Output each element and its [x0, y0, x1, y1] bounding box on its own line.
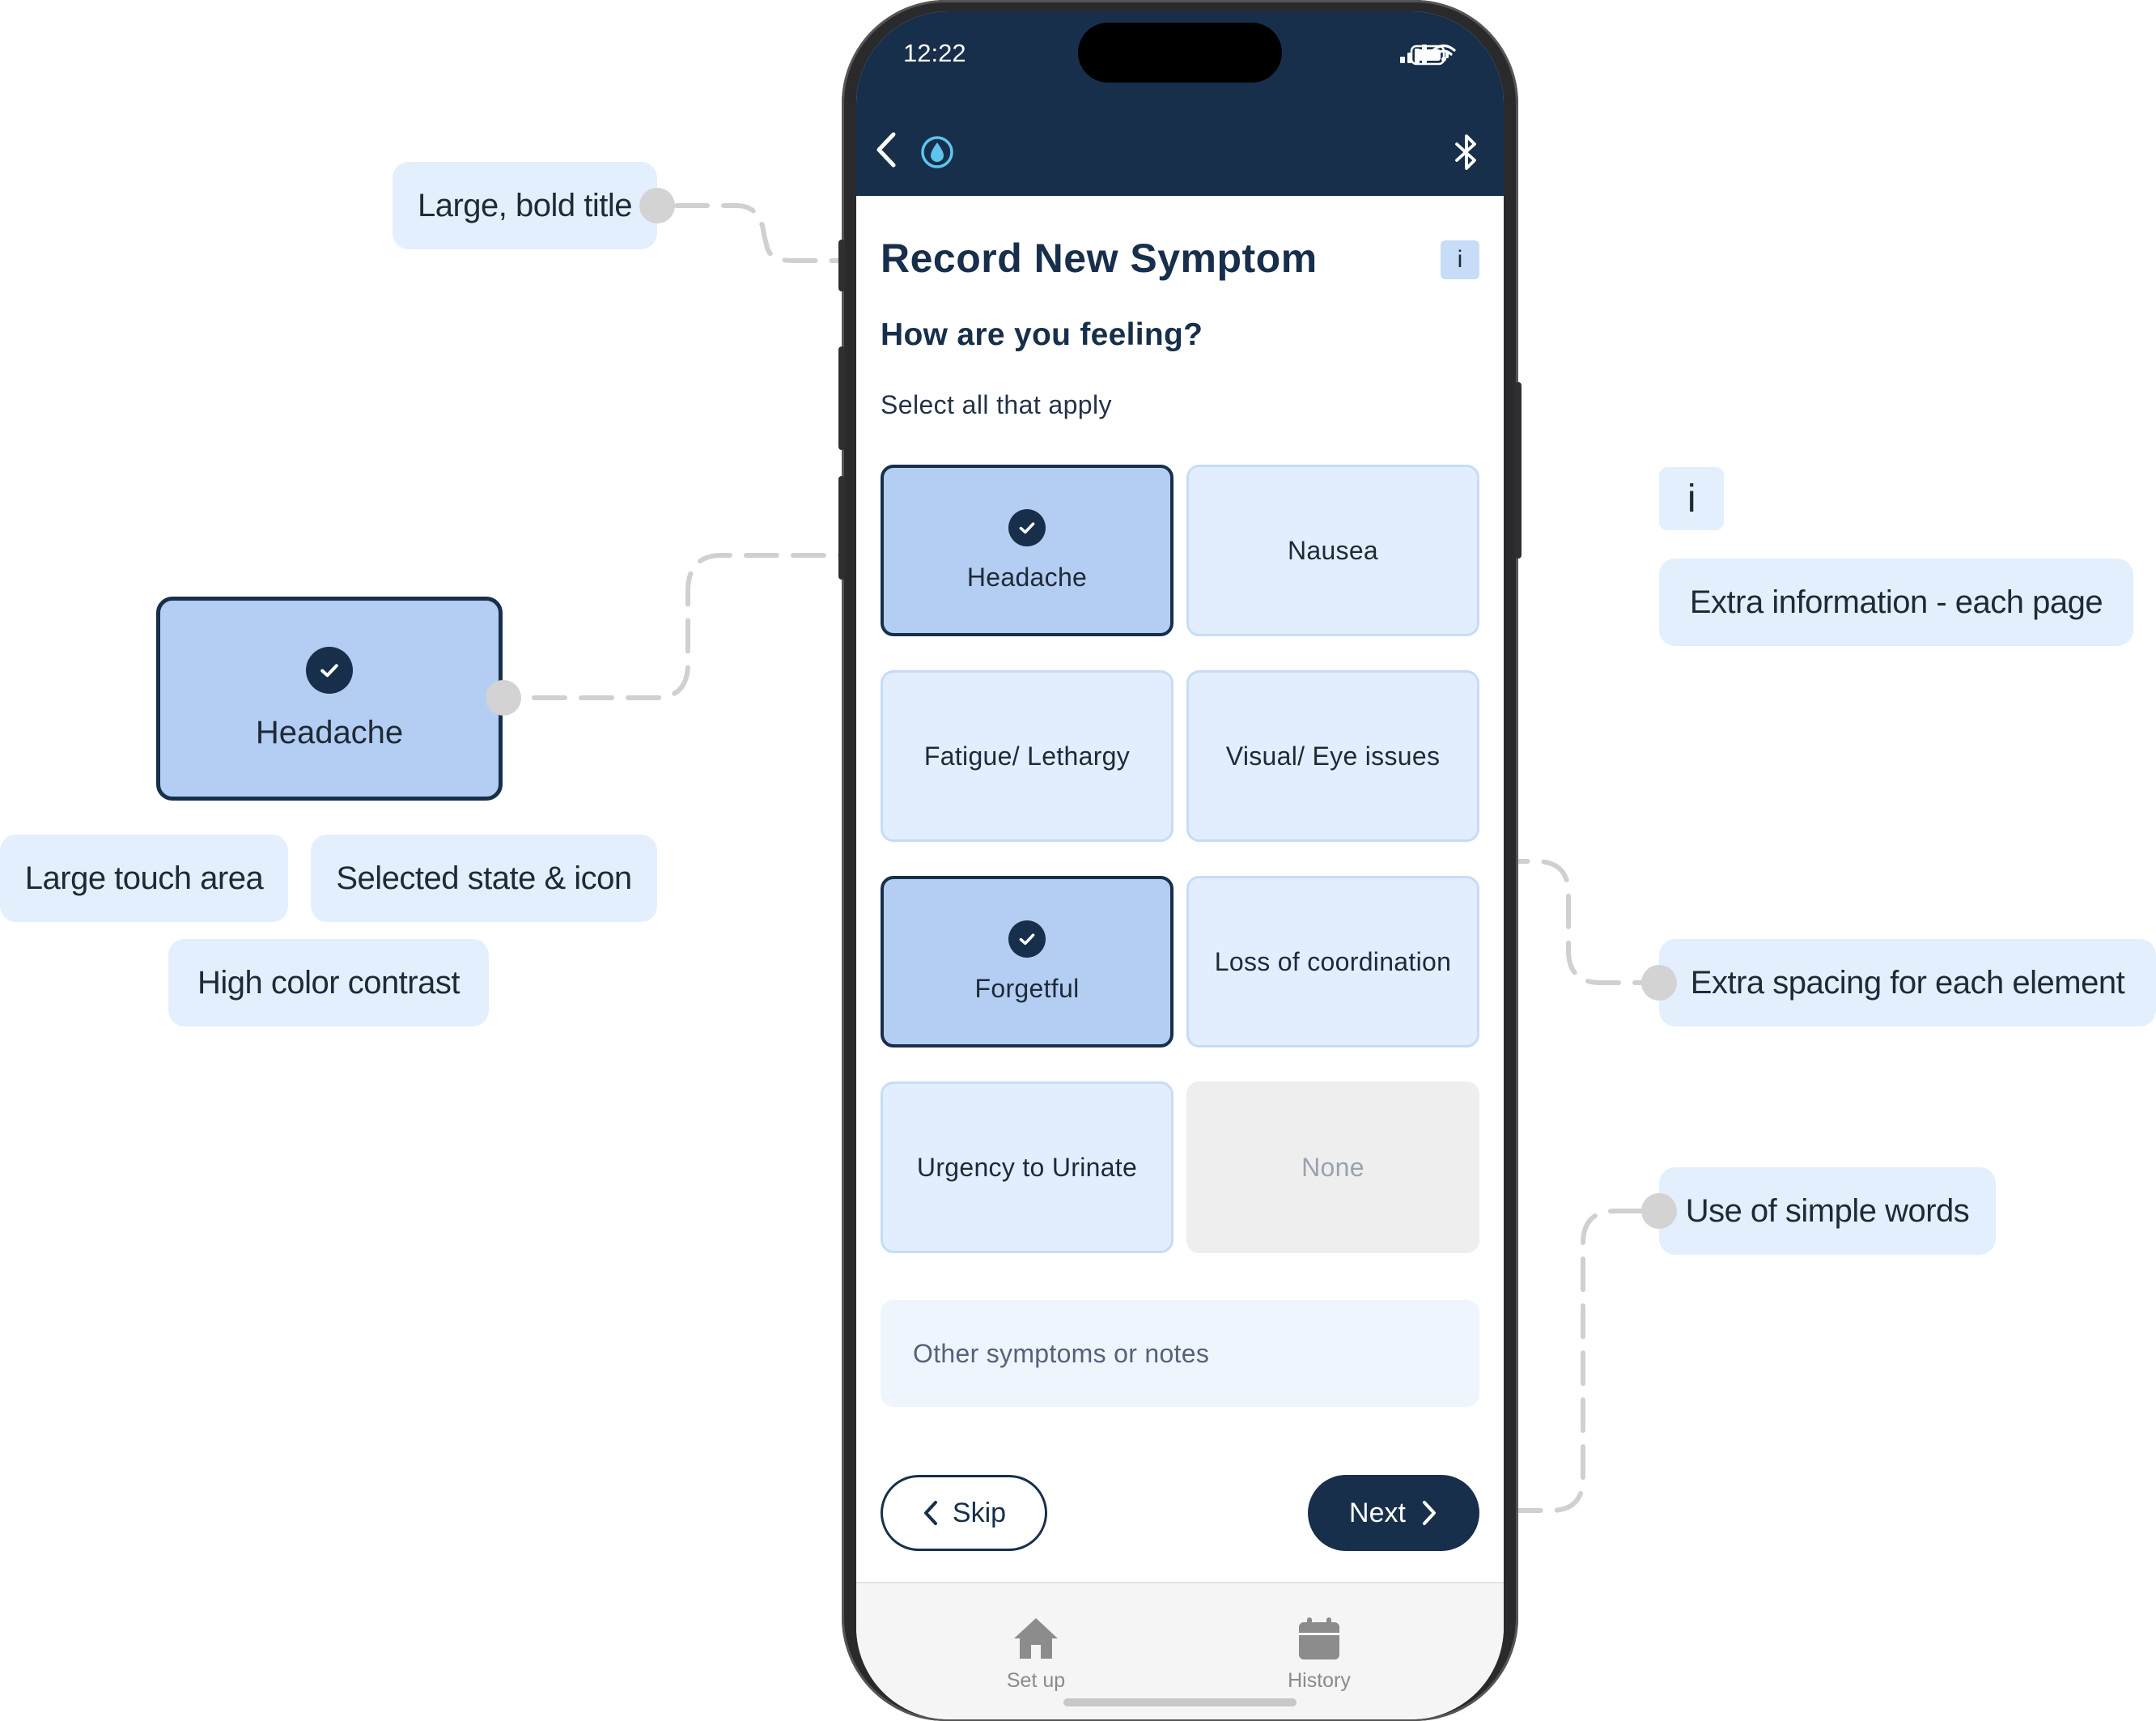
annotation-dot — [1641, 965, 1677, 1001]
phone-side-button — [838, 346, 845, 450]
phone-side-button — [1515, 382, 1522, 559]
option-label: Loss of coordination — [1214, 946, 1452, 976]
option-label: Urgency to Urinate — [916, 1152, 1138, 1182]
annotation-info-icon: i — [1659, 467, 1724, 530]
annotation-dot — [1641, 1193, 1677, 1229]
symptom-option-coordination[interactable]: Loss of coordination — [1186, 876, 1479, 1047]
phone-side-button — [838, 476, 845, 580]
tab-label: History — [1288, 1669, 1351, 1692]
water-drop-icon — [921, 136, 953, 168]
info-button[interactable]: i — [1441, 240, 1479, 279]
enlarged-selected-card: Headache — [156, 597, 503, 801]
next-button[interactable]: Next — [1308, 1475, 1479, 1551]
skip-button[interactable]: Skip — [881, 1475, 1047, 1551]
phone-side-button — [838, 240, 845, 291]
bluetooth-icon[interactable] — [1452, 133, 1481, 172]
annotation-dot — [639, 188, 675, 223]
skip-label: Skip — [952, 1497, 1007, 1528]
next-label: Next — [1349, 1497, 1406, 1528]
symptom-option-headache[interactable]: Headache — [881, 465, 1173, 636]
annotation-bold-title: Large, bold title — [393, 162, 657, 249]
enlarged-card-label: Headache — [255, 714, 404, 750]
symptom-option-nausea[interactable]: Nausea — [1186, 465, 1479, 636]
battery-icon — [1410, 45, 1449, 66]
symptom-option-urgency[interactable]: Urgency to Urinate — [881, 1081, 1173, 1253]
symptom-option-forgetful[interactable]: Forgetful — [881, 876, 1173, 1047]
annotation-touch-area: Large touch area — [0, 835, 288, 922]
option-label: None — [1301, 1152, 1364, 1182]
page-title: Record New Symptom — [881, 236, 1318, 281]
question-heading: How are you feeling? — [881, 317, 1203, 352]
dynamic-island — [1078, 23, 1282, 83]
checkmark-icon — [1008, 508, 1046, 546]
app-header: 12:22 — [856, 11, 1504, 196]
annotation-simple-words: Use of simple words — [1659, 1167, 1996, 1255]
annotation-dot — [486, 680, 521, 716]
tab-bar: Set up History — [856, 1582, 1504, 1719]
annotation-extra-spacing: Extra spacing for each element — [1659, 939, 2156, 1026]
tab-label: Set up — [1006, 1669, 1066, 1692]
option-label: Fatigue/ Lethargy — [923, 741, 1131, 771]
annotation-extra-info: Extra information - each page — [1659, 559, 2133, 646]
option-label: Nausea — [1287, 535, 1379, 565]
status-time: 12:22 — [903, 39, 966, 67]
tab-set-up[interactable]: Set up — [955, 1616, 1117, 1693]
option-label: Forgetful — [974, 973, 1080, 1003]
notes-input[interactable] — [881, 1300, 1479, 1407]
option-label: Visual/ Eye issues — [1225, 741, 1441, 771]
symptom-option-none[interactable]: None — [1186, 1081, 1479, 1253]
home-icon — [1014, 1618, 1058, 1659]
instruction-text: Select all that apply — [881, 390, 1112, 419]
symptom-option-fatigue[interactable]: Fatigue/ Lethargy — [881, 670, 1173, 842]
chevron-right-icon — [1422, 1501, 1436, 1525]
symptom-option-visual[interactable]: Visual/ Eye issues — [1186, 670, 1479, 842]
checkmark-icon — [306, 646, 353, 694]
home-indicator — [1063, 1698, 1297, 1706]
option-label: Headache — [966, 562, 1088, 592]
annotation-color-contrast: High color contrast — [168, 939, 489, 1026]
tab-history[interactable]: History — [1238, 1616, 1400, 1693]
phone-screen: 12:22 — [856, 11, 1504, 1719]
annotation-selected-state: Selected state & icon — [311, 835, 657, 922]
chevron-left-icon — [923, 1501, 937, 1525]
checkmark-icon — [1008, 920, 1046, 958]
chevron-left-icon[interactable] — [871, 131, 903, 168]
calendar-icon — [1299, 1617, 1339, 1659]
